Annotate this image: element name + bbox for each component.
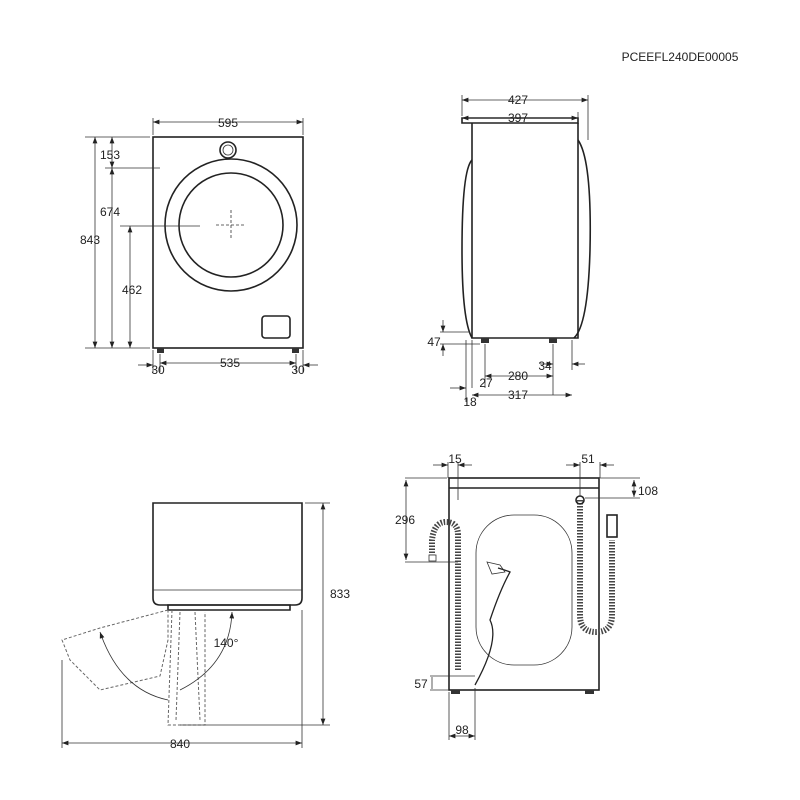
front-foot-left-label: 30 bbox=[151, 363, 165, 377]
top-view bbox=[61, 502, 330, 748]
front-door-center-label: 462 bbox=[122, 283, 142, 297]
top-width-label: 840 bbox=[170, 737, 190, 751]
side-feet-span-label: 280 bbox=[508, 369, 528, 383]
front-top-panel-label: 153 bbox=[100, 148, 120, 162]
front-height-label: 843 bbox=[80, 233, 100, 247]
side-base-depth-label: 317 bbox=[508, 388, 528, 402]
door-angle-label: 140° bbox=[214, 636, 239, 650]
side-depth-total-label: 427 bbox=[508, 93, 528, 107]
rear-inlet-height-label: 108 bbox=[638, 484, 658, 498]
drawing-code: PCEEFL240DE00005 bbox=[622, 50, 739, 64]
rear-drain-height-label: 296 bbox=[395, 513, 415, 527]
front-door-top-label: 674 bbox=[100, 205, 120, 219]
side-depth-body-label: 397 bbox=[508, 111, 528, 125]
rear-view bbox=[403, 462, 640, 740]
front-foot-right-label: 30 bbox=[291, 363, 305, 377]
side-foot-height-label: 47 bbox=[427, 335, 441, 349]
side-front-offset-label: 18 bbox=[463, 395, 477, 409]
rear-cable-offset-label: 98 bbox=[455, 723, 469, 737]
top-depth-label: 833 bbox=[330, 587, 350, 601]
rear-inlet-offset-label: 51 bbox=[581, 452, 595, 466]
side-rear-offset-label: 34 bbox=[538, 359, 552, 373]
side-view bbox=[440, 95, 592, 402]
front-width-label: 595 bbox=[218, 116, 238, 130]
front-view bbox=[85, 118, 318, 372]
rear-cable-height-label: 57 bbox=[414, 677, 428, 691]
side-foot-offset-label: 27 bbox=[479, 376, 493, 390]
front-feet-span-label: 535 bbox=[220, 356, 240, 370]
rear-drain-offset-label: 15 bbox=[448, 452, 462, 466]
